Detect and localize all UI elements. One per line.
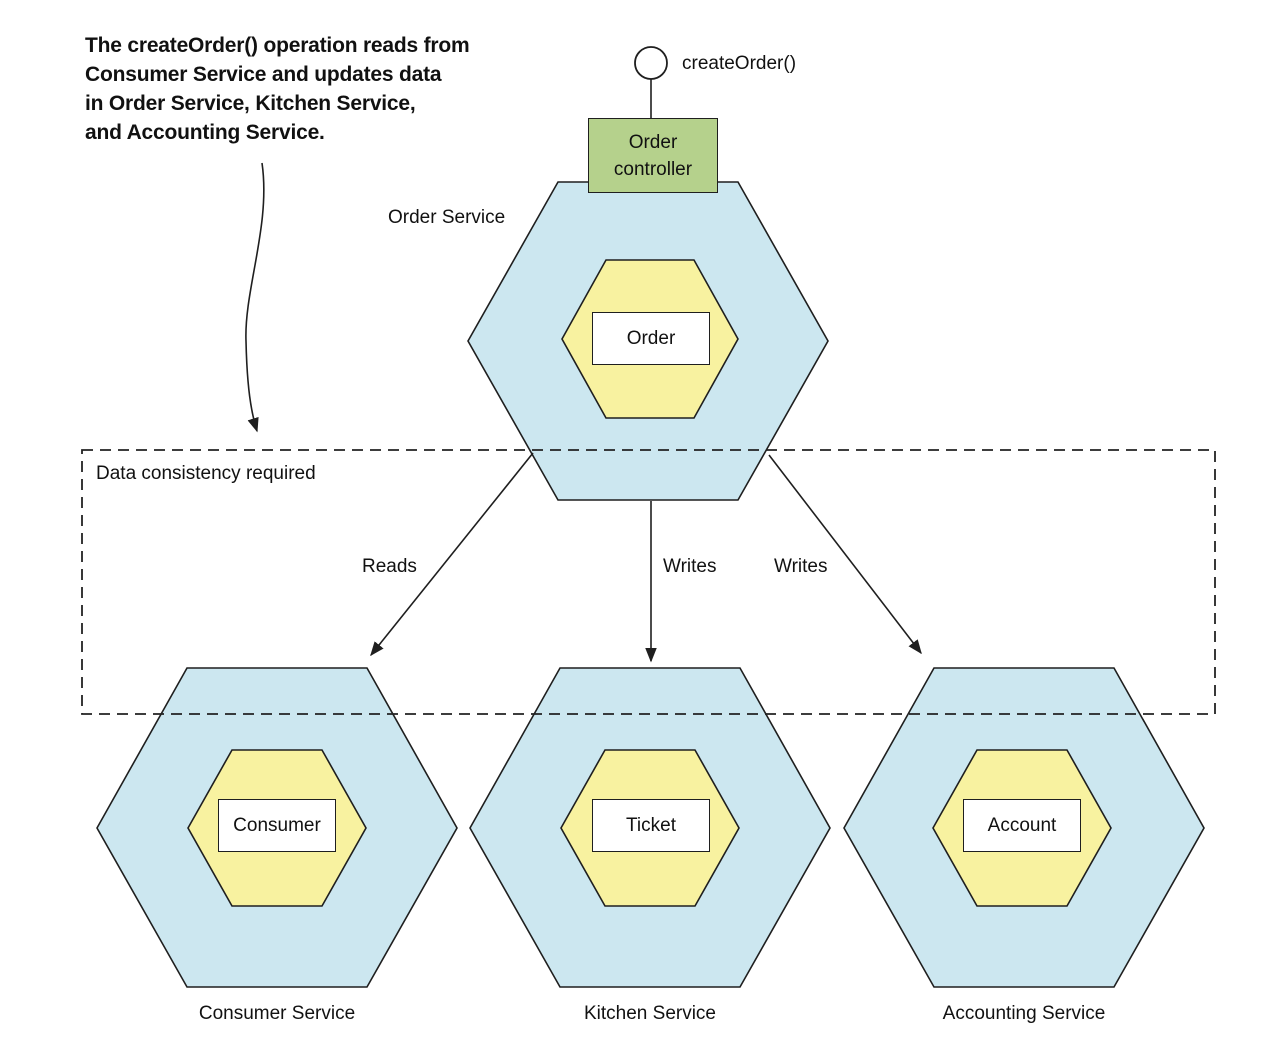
accounting-entity-box: Account (963, 799, 1081, 852)
consumer-service-label: Consumer Service (198, 1003, 356, 1024)
order-controller-box: Order controller (588, 118, 718, 193)
annotation-arrow (245, 162, 265, 433)
annotation-line-3: in Order Service, Kitchen Service, (85, 92, 416, 115)
kitchen-service-label: Kitchen Service (583, 1003, 717, 1024)
annotation-line-1: The createOrder() operation reads from (85, 34, 470, 57)
order-service-label: Order Service (388, 207, 506, 228)
writes-label-accounting: Writes (774, 556, 828, 577)
kitchen-entity-label: Ticket (626, 814, 676, 836)
annotation-line-4: and Accounting Service. (85, 121, 325, 144)
data-consistency-region (81, 449, 1216, 715)
order-controller-line-1: Order (628, 131, 678, 153)
order-controller-line-2: controller (613, 158, 693, 180)
interface-circle (634, 46, 668, 80)
writes-label-kitchen: Writes (663, 556, 717, 577)
data-consistency-label: Data consistency required (96, 463, 316, 484)
consumer-entity-box: Consumer (218, 799, 336, 852)
create-order-label: createOrder() (682, 53, 797, 74)
order-entity-box: Order (592, 312, 710, 365)
kitchen-entity-box: Ticket (592, 799, 710, 852)
order-entity-label: Order (626, 327, 676, 349)
writes-arrow-accounting (768, 454, 922, 655)
annotation-line-2: Consumer Service and updates data (85, 63, 442, 86)
accounting-entity-label: Account (987, 814, 1057, 836)
reads-label: Reads (362, 556, 417, 577)
consumer-entity-label: Consumer (233, 814, 321, 836)
annotation-note: The createOrder() operation reads from C… (85, 31, 470, 147)
accounting-service-label: Accounting Service (942, 1003, 1106, 1024)
reads-arrow (370, 452, 534, 657)
